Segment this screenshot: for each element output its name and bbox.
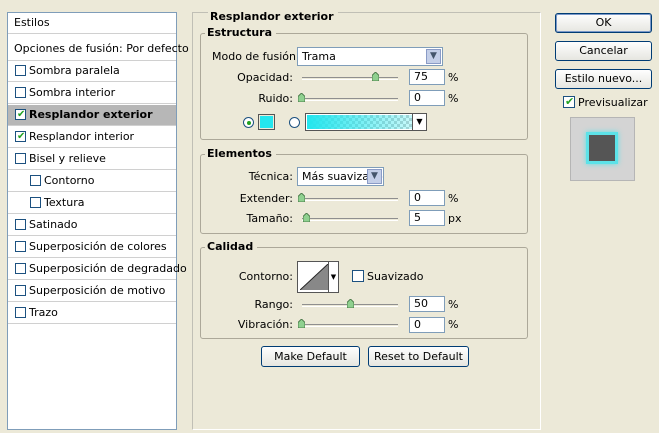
gradient-overlay-checkbox[interactable] bbox=[15, 263, 26, 274]
spread-slider-thumb[interactable] bbox=[298, 193, 305, 202]
range-unit: % bbox=[448, 298, 459, 311]
style-item-stroke[interactable]: Trazo bbox=[8, 303, 176, 324]
style-item-inner-glow[interactable]: ✔Resplandor interior bbox=[8, 127, 176, 148]
blend-mode-label: Modo de fusión: bbox=[212, 50, 300, 63]
gradient-radio[interactable] bbox=[289, 117, 300, 128]
texture-checkbox[interactable] bbox=[30, 197, 41, 208]
inner-shadow-checkbox[interactable] bbox=[15, 87, 26, 98]
noise-input[interactable]: 0 bbox=[409, 90, 445, 106]
size-input[interactable]: 5 bbox=[409, 210, 445, 226]
range-slider-thumb[interactable] bbox=[347, 299, 354, 308]
noise-label: Ruido: bbox=[258, 92, 293, 105]
jitter-unit: % bbox=[448, 318, 459, 331]
spread-input[interactable]: 0 bbox=[409, 190, 445, 206]
opacity-slider[interactable] bbox=[302, 77, 398, 80]
drop-shadow-checkbox[interactable] bbox=[15, 65, 26, 76]
radio-dot-icon bbox=[247, 121, 251, 125]
color-overlay-checkbox[interactable] bbox=[15, 241, 26, 252]
outer-glow-panel bbox=[192, 12, 541, 430]
reset-default-button[interactable]: Reset to Default bbox=[368, 346, 469, 367]
noise-slider-thumb[interactable] bbox=[298, 93, 305, 102]
style-preview bbox=[570, 117, 635, 181]
glow-color-swatch[interactable] bbox=[258, 114, 275, 130]
spread-slider[interactable] bbox=[302, 198, 398, 201]
styles-list: Estilos Opciones de fusión: Por defecto … bbox=[7, 12, 189, 430]
jitter-slider[interactable] bbox=[302, 324, 398, 327]
bevel-emboss-checkbox[interactable] bbox=[15, 153, 26, 164]
jitter-slider-thumb[interactable] bbox=[298, 319, 305, 328]
noise-unit: % bbox=[448, 92, 459, 105]
antialias-checkbox[interactable] bbox=[352, 270, 364, 282]
new-style-button[interactable]: Estilo nuevo... bbox=[555, 69, 652, 89]
style-item-bevel-emboss[interactable]: Bisel y relieve bbox=[8, 149, 176, 170]
style-item-pattern-overlay[interactable]: Superposición de motivo bbox=[8, 281, 176, 302]
style-item-inner-shadow[interactable]: Sombra interior bbox=[8, 83, 176, 104]
style-item-drop-shadow[interactable]: Sombra paralela bbox=[8, 61, 176, 82]
technique-select[interactable]: Más suavizado▼ bbox=[297, 167, 384, 186]
checkmark-icon: ✔ bbox=[17, 131, 26, 142]
technique-label: Técnica: bbox=[248, 170, 293, 183]
stroke-checkbox[interactable] bbox=[15, 307, 26, 318]
contour-picker[interactable]: ▼ bbox=[297, 261, 339, 293]
size-label: Tamaño: bbox=[246, 212, 293, 225]
range-label: Rango: bbox=[254, 298, 293, 311]
opacity-input[interactable]: 75 bbox=[409, 69, 445, 85]
style-item-satin[interactable]: Satinado bbox=[8, 215, 176, 236]
inner-glow-checkbox[interactable]: ✔ bbox=[15, 131, 26, 142]
glow-gradient-picker[interactable]: ▼ bbox=[305, 113, 427, 131]
cancel-button[interactable]: Cancelar bbox=[555, 41, 652, 61]
style-item-color-overlay[interactable]: Superposición de colores bbox=[8, 237, 176, 258]
style-item-outer-glow[interactable]: ✔Resplandor exterior bbox=[8, 105, 176, 126]
satin-checkbox[interactable] bbox=[15, 219, 26, 230]
size-slider[interactable] bbox=[302, 218, 398, 221]
preview-label: Previsualizar bbox=[578, 96, 648, 109]
outer-glow-checkbox[interactable]: ✔ bbox=[15, 109, 26, 120]
chevron-down-icon: ▼ bbox=[412, 114, 426, 130]
antialias-label: Suavizado bbox=[367, 270, 424, 283]
style-item-contour[interactable]: Contorno bbox=[8, 171, 176, 192]
quality-title: Calidad bbox=[205, 240, 258, 253]
checkmark-icon: ✔ bbox=[17, 109, 26, 120]
elements-group bbox=[200, 154, 528, 234]
spread-unit: % bbox=[448, 192, 459, 205]
range-input[interactable]: 50 bbox=[409, 296, 445, 312]
chevron-down-icon: ▼ bbox=[367, 169, 382, 184]
structure-title: Estructura bbox=[205, 26, 277, 39]
opacity-unit: % bbox=[448, 71, 459, 84]
checkmark-icon: ✔ bbox=[565, 95, 575, 108]
panel-title: Resplandor exterior bbox=[208, 10, 338, 23]
make-default-button[interactable]: Make Default bbox=[261, 346, 360, 367]
opacity-label: Opacidad: bbox=[237, 71, 293, 84]
preview-swatch bbox=[586, 132, 618, 164]
blend-mode-select[interactable]: Trama▼ bbox=[297, 47, 443, 66]
pattern-overlay-checkbox[interactable] bbox=[15, 285, 26, 296]
style-item-texture[interactable]: Textura bbox=[8, 193, 176, 214]
contour-label: Contorno: bbox=[238, 270, 293, 283]
gradient-preview bbox=[307, 115, 412, 129]
contour-checkbox[interactable] bbox=[30, 175, 41, 186]
elements-title: Elementos bbox=[205, 147, 276, 160]
noise-slider[interactable] bbox=[302, 98, 398, 101]
ok-button[interactable]: OK bbox=[555, 13, 652, 33]
contour-curve-icon bbox=[300, 264, 328, 290]
chevron-down-icon: ▼ bbox=[328, 262, 338, 292]
jitter-input[interactable]: 0 bbox=[409, 317, 445, 333]
chevron-down-icon: ▼ bbox=[426, 49, 441, 64]
style-item-gradient-overlay[interactable]: Superposición de degradado bbox=[8, 259, 187, 280]
styles-header[interactable]: Estilos bbox=[8, 13, 176, 34]
quality-group bbox=[200, 247, 528, 339]
size-slider-thumb[interactable] bbox=[303, 213, 310, 222]
solid-color-radio[interactable] bbox=[243, 117, 254, 128]
blend-options-item[interactable]: Opciones de fusión: Por defecto bbox=[8, 39, 189, 61]
structure-group bbox=[200, 33, 528, 140]
opacity-slider-thumb[interactable] bbox=[372, 72, 379, 81]
size-unit: px bbox=[448, 212, 462, 225]
preview-checkbox[interactable]: ✔ bbox=[563, 96, 575, 108]
jitter-label: Vibración: bbox=[237, 318, 293, 331]
spread-label: Extender: bbox=[239, 192, 293, 205]
glow-color-fill bbox=[260, 116, 273, 128]
